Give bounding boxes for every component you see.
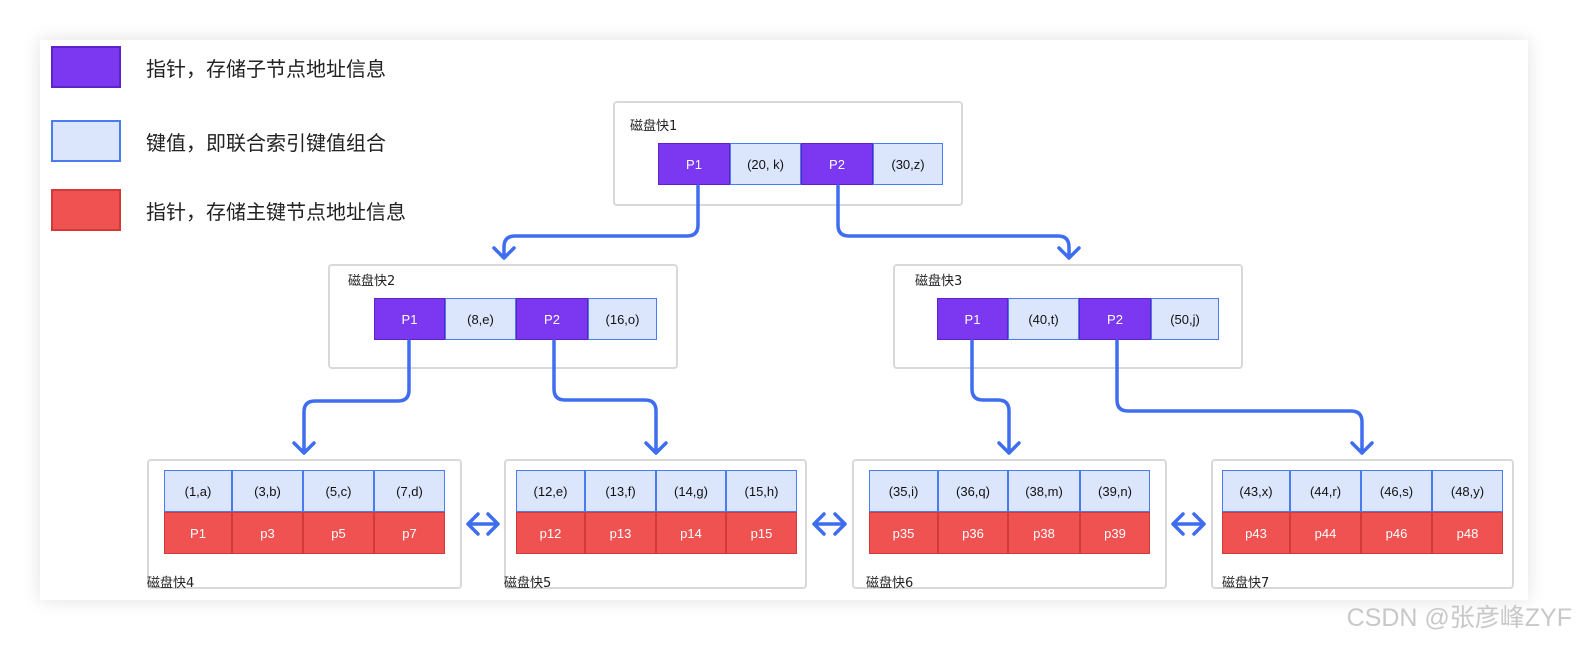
primary-key-pointer-cell: p15 [726,512,797,554]
primary-key-pointer-cell: P1 [164,512,232,554]
pointer-cell: P2 [1079,298,1151,340]
leaf-key-row: (35,i) (36,q) (38,m) (39,n) [869,470,1150,512]
disk-block-title: 磁盘快5 [504,576,552,591]
key-cell: (5,c) [303,470,374,512]
key-cell: (35,i) [869,470,938,512]
leaf-link-4-5 [466,512,500,536]
key-cell: (12,e) [516,470,585,512]
key-cell: (44,r) [1290,470,1361,512]
key-cell: (7,d) [374,470,445,512]
key-cell: (8,e) [445,298,516,340]
arrow-node2-p2 [552,339,668,455]
arrow-root-p1 [492,184,700,260]
pointer-cell: P2 [801,143,873,185]
leaf-pk-row: P1 p3 p5 p7 [164,512,445,554]
key-cell: (39,n) [1080,470,1150,512]
disk-block-title: 磁盘快6 [866,576,914,591]
pointer-cell: P2 [516,298,588,340]
key-cell: (1,a) [164,470,232,512]
leaf-key-row: (43,x) (44,r) (46,s) (48,y) [1222,470,1503,512]
primary-key-pointer-cell: p12 [516,512,585,554]
key-cell: (43,x) [1222,470,1290,512]
root-node-row: P1 (20, k) P2 (30,z) [658,143,943,185]
arrow-root-p2 [836,184,1081,260]
key-cell: (20, k) [730,143,801,185]
disk-block-title: 磁盘快2 [348,274,396,289]
internal-node-row: P1 (8,e) P2 (16,o) [374,298,657,340]
key-cell: (16,o) [588,298,657,340]
arrow-node3-p1 [970,339,1021,455]
primary-key-pointer-cell: p38 [1008,512,1080,554]
leaf-pk-row: p43 p44 p46 p48 [1222,512,1503,554]
primary-key-pointer-cell: p14 [656,512,726,554]
key-cell: (36,q) [938,470,1008,512]
key-cell: (38,m) [1008,470,1080,512]
pointer-cell: P1 [374,298,445,340]
primary-key-pointer-cell: p44 [1290,512,1361,554]
pointer-cell: P1 [658,143,730,185]
primary-key-pointer-cell: p46 [1361,512,1432,554]
leaf-pk-row: p12 p13 p14 p15 [516,512,797,554]
legend-pointer-label: 指针，存储子节点地址信息 [146,57,386,81]
disk-block-title: 磁盘快1 [630,119,678,134]
primary-key-pointer-cell: p39 [1080,512,1150,554]
key-cell: (40,t) [1008,298,1079,340]
key-cell: (3,b) [232,470,303,512]
leaf-key-row: (1,a) (3,b) (5,c) (7,d) [164,470,445,512]
key-cell: (50,j) [1151,298,1219,340]
key-cell: (13,f) [585,470,656,512]
arrow-node3-p2 [1115,339,1374,455]
disk-block-title: 磁盘快3 [915,274,963,289]
legend-key-swatch [51,120,121,162]
leaf-link-5-6 [812,512,847,536]
leaf-link-6-7 [1171,512,1206,536]
primary-key-pointer-cell: p7 [374,512,445,554]
legend-pk-label: 指针，存储主键节点地址信息 [146,200,406,224]
primary-key-pointer-cell: p13 [585,512,656,554]
legend-pk-swatch [51,189,121,231]
key-cell: (30,z) [873,143,943,185]
primary-key-pointer-cell: p48 [1432,512,1503,554]
key-cell: (15,h) [726,470,797,512]
key-cell: (48,y) [1432,470,1503,512]
disk-block-title: 磁盘快4 [147,576,195,591]
watermark: CSDN @张彦峰ZYF [1346,604,1572,632]
legend-pointer-swatch [51,46,121,88]
primary-key-pointer-cell: p43 [1222,512,1290,554]
arrow-node2-p1 [292,339,411,455]
leaf-pk-row: p35 p36 p38 p39 [869,512,1150,554]
primary-key-pointer-cell: p35 [869,512,938,554]
internal-node-row: P1 (40,t) P2 (50,j) [937,298,1219,340]
disk-block-title: 磁盘快7 [1222,576,1270,591]
primary-key-pointer-cell: p3 [232,512,303,554]
leaf-key-row: (12,e) (13,f) (14,g) (15,h) [516,470,797,512]
primary-key-pointer-cell: p5 [303,512,374,554]
key-cell: (14,g) [656,470,726,512]
key-cell: (46,s) [1361,470,1432,512]
primary-key-pointer-cell: p36 [938,512,1008,554]
legend-key-label: 键值，即联合索引键值组合 [146,131,386,155]
